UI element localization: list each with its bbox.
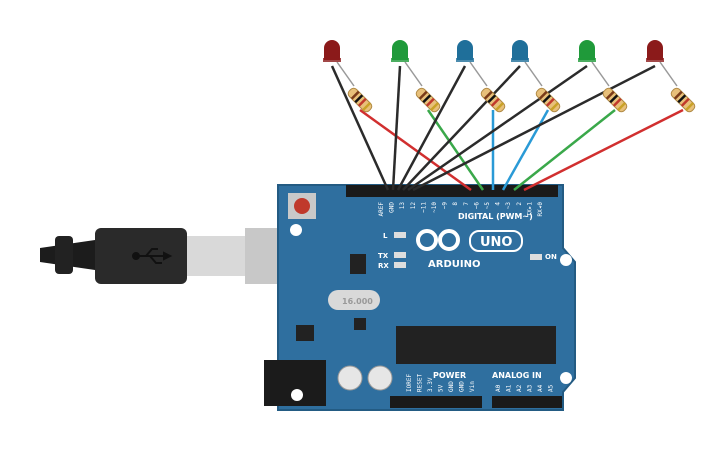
ground-wire[interactable] (330, 65, 390, 191)
model-label: UNO (480, 235, 513, 250)
ground-wire[interactable] (391, 65, 402, 191)
digital-pin-label: ~5 (484, 202, 491, 210)
green-led[interactable] (391, 40, 409, 62)
power-pin-label: 5V (438, 384, 445, 392)
rx-led (394, 262, 406, 268)
digital-pin-label: ~11 (420, 202, 427, 213)
tx-label: TX (378, 252, 389, 260)
tx-led (394, 252, 406, 258)
green-signal-wire[interactable] (426, 109, 485, 191)
power-pin-label: IOREF (406, 374, 413, 392)
usb-icon (132, 248, 173, 264)
crystal-label: 16.000 (342, 297, 373, 306)
power-pin-label: Vin (469, 381, 476, 392)
analog-pin-label: A4 (537, 384, 544, 392)
on-label: ON (545, 253, 557, 261)
wires[interactable] (330, 64, 684, 192)
digital-pin-label: AREF (378, 202, 385, 217)
red-led[interactable] (323, 40, 341, 62)
resistor[interactable] (480, 87, 507, 114)
analog-pin-label: A2 (516, 384, 523, 392)
digital-pin-label: ~10 (431, 202, 438, 213)
on-led (530, 254, 542, 260)
green-led[interactable] (578, 40, 596, 62)
analog-pin-label: A0 (495, 384, 502, 392)
digital-pin-label: TX▸1 (526, 202, 533, 217)
green-signal-wire[interactable] (513, 109, 616, 191)
digital-pin-label: 13 (399, 202, 406, 210)
analog-header[interactable] (492, 396, 562, 408)
digital-pin-label: 2 (516, 202, 523, 206)
microcontroller-chip (396, 326, 556, 364)
power-pin-label: GND (459, 381, 466, 392)
resistor[interactable] (535, 87, 562, 114)
digital-pin-label: 8 (452, 202, 459, 206)
resistor[interactable] (670, 87, 697, 114)
arduino-board[interactable] (264, 184, 576, 411)
crystal (328, 290, 380, 310)
ground-wire[interactable] (412, 64, 656, 192)
resistor[interactable] (602, 87, 629, 114)
ground-wire[interactable] (396, 65, 467, 191)
digital-pin-label: RX◂0 (537, 202, 544, 217)
power-header[interactable] (390, 396, 482, 408)
analog-pin-label: A3 (527, 384, 534, 392)
power-pin-label: RESET (417, 374, 424, 392)
led-leg (404, 61, 423, 87)
led-leg (659, 61, 678, 87)
led-leg (591, 61, 610, 87)
red-led[interactable] (646, 40, 664, 62)
resistor[interactable] (347, 87, 374, 114)
arduino-logo-icon (416, 229, 460, 251)
blue-signal-wire[interactable] (501, 109, 550, 191)
digital-pin-label: 4 (495, 202, 502, 206)
l-led (394, 232, 406, 238)
digital-title: DIGITAL (PWM~) (458, 212, 533, 221)
blue-led[interactable] (511, 40, 529, 62)
power-pin-label: 3.3V (427, 377, 434, 392)
digital-pin-label: 7 (463, 202, 470, 206)
analog-pin-label: A5 (548, 384, 555, 392)
power-pin-label: GND (448, 381, 455, 392)
digital-pin-label: ~6 (473, 202, 480, 210)
analog-title: ANALOG IN (492, 371, 542, 380)
ground-wire[interactable] (407, 64, 588, 192)
red-signal-wire[interactable] (359, 108, 472, 192)
digital-pin-label: GND (389, 202, 396, 213)
led-leg (524, 61, 543, 87)
rx-label: RX (378, 262, 389, 270)
ground-wire[interactable] (402, 65, 521, 191)
l-label: L (383, 232, 388, 240)
analog-pin-label: A1 (506, 384, 513, 392)
blue-led[interactable] (456, 40, 474, 62)
power-title: POWER (433, 371, 466, 380)
brand-label: ARDUINO (428, 259, 480, 270)
resistor[interactable] (415, 87, 442, 114)
digital-pin-label: ~9 (442, 202, 449, 210)
led-leg (336, 61, 355, 87)
digital-header[interactable] (346, 185, 558, 197)
red-signal-wire[interactable] (523, 108, 684, 192)
parts[interactable] (323, 40, 696, 113)
led-leg (469, 61, 488, 87)
digital-pin-label: 12 (410, 202, 417, 210)
digital-pin-label: ~3 (505, 202, 512, 210)
